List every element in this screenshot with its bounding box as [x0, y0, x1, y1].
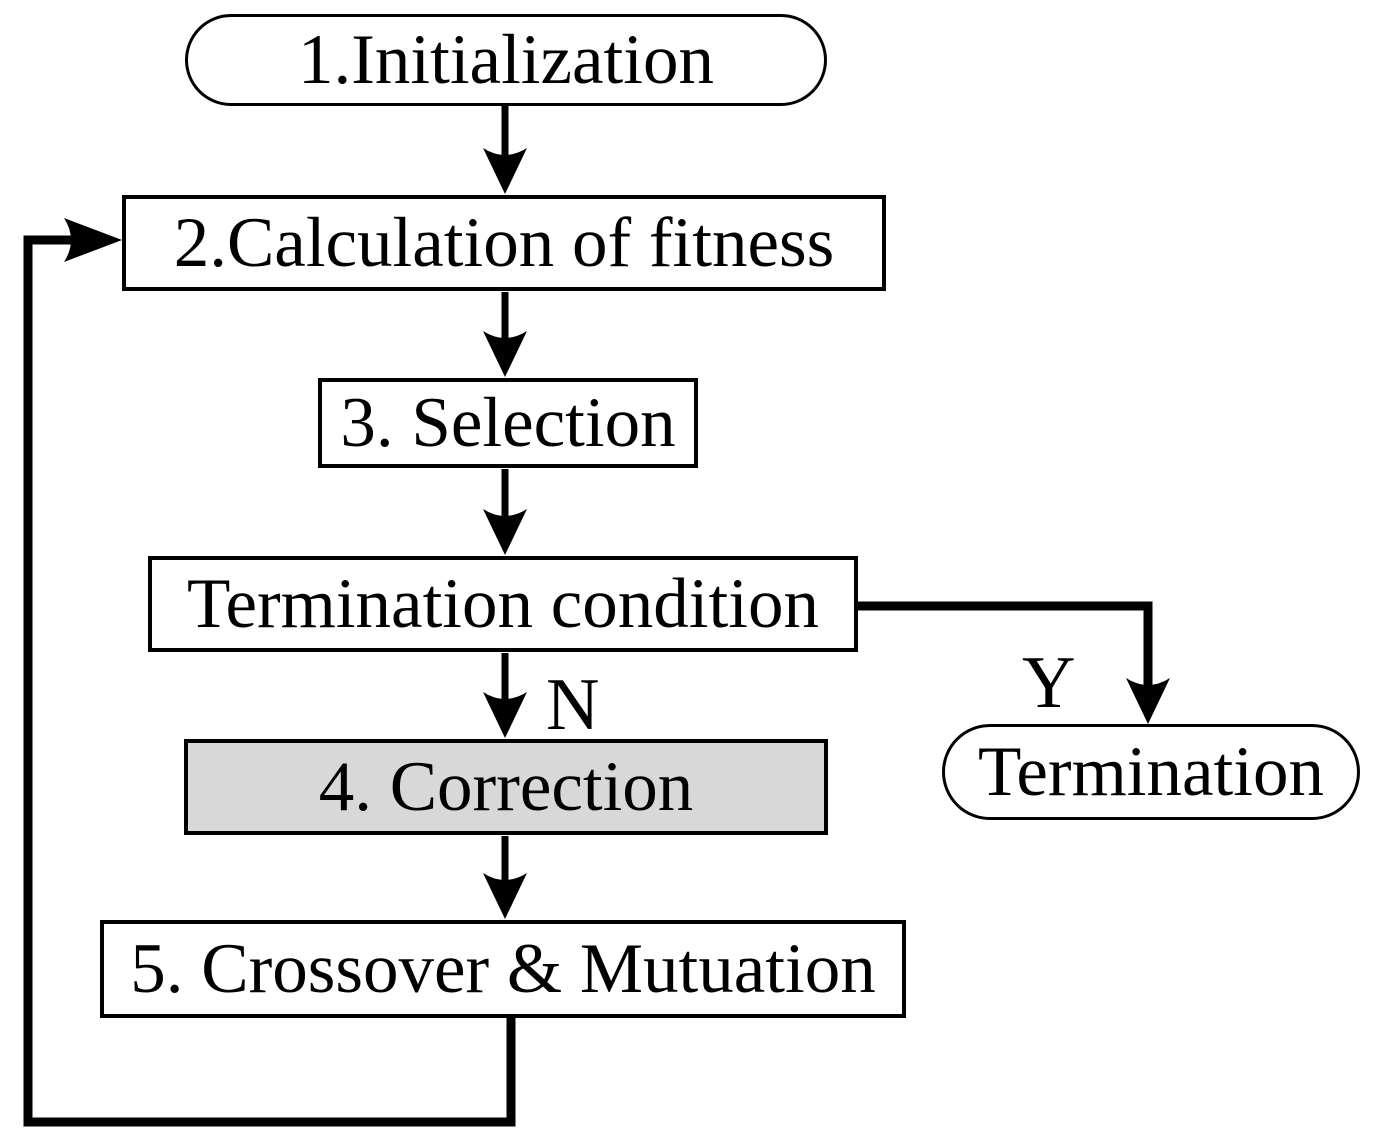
edge-label-yes: Y: [1022, 642, 1076, 724]
node-correction-label: 4. Correction: [318, 747, 694, 826]
node-termination-condition: Termination condition: [148, 556, 858, 652]
node-selection-label: 3. Selection: [340, 383, 676, 462]
edge-selection-to-termination-condition: [483, 469, 527, 555]
node-calculation-of-fitness: 2.Calculation of fitness: [122, 195, 886, 291]
edge-correction-to-crossover: [483, 836, 527, 919]
edge-label-no: N: [546, 664, 600, 746]
edge-fitness-to-selection: [483, 292, 527, 377]
edge-termination-condition-to-correction: [483, 653, 527, 738]
node-termination: Termination: [942, 724, 1360, 820]
edge-initialization-to-fitness: [483, 106, 527, 194]
node-crossover-mutation-label: 5. Crossover & Mutuation: [130, 929, 876, 1008]
edge-termination-condition-to-termination: [856, 601, 1170, 724]
node-correction: 4. Correction: [184, 739, 828, 835]
edge-crossover-loop-to-fitness: [23, 218, 516, 1127]
node-termination-label: Termination: [978, 732, 1324, 811]
node-termination-condition-label: Termination condition: [187, 564, 819, 643]
node-initialization: 1.Initialization: [185, 14, 827, 106]
node-calculation-of-fitness-label: 2.Calculation of fitness: [173, 203, 835, 282]
node-crossover-mutation: 5. Crossover & Mutuation: [100, 920, 906, 1018]
node-initialization-label: 1.Initialization: [297, 20, 714, 99]
node-selection: 3. Selection: [318, 378, 698, 468]
